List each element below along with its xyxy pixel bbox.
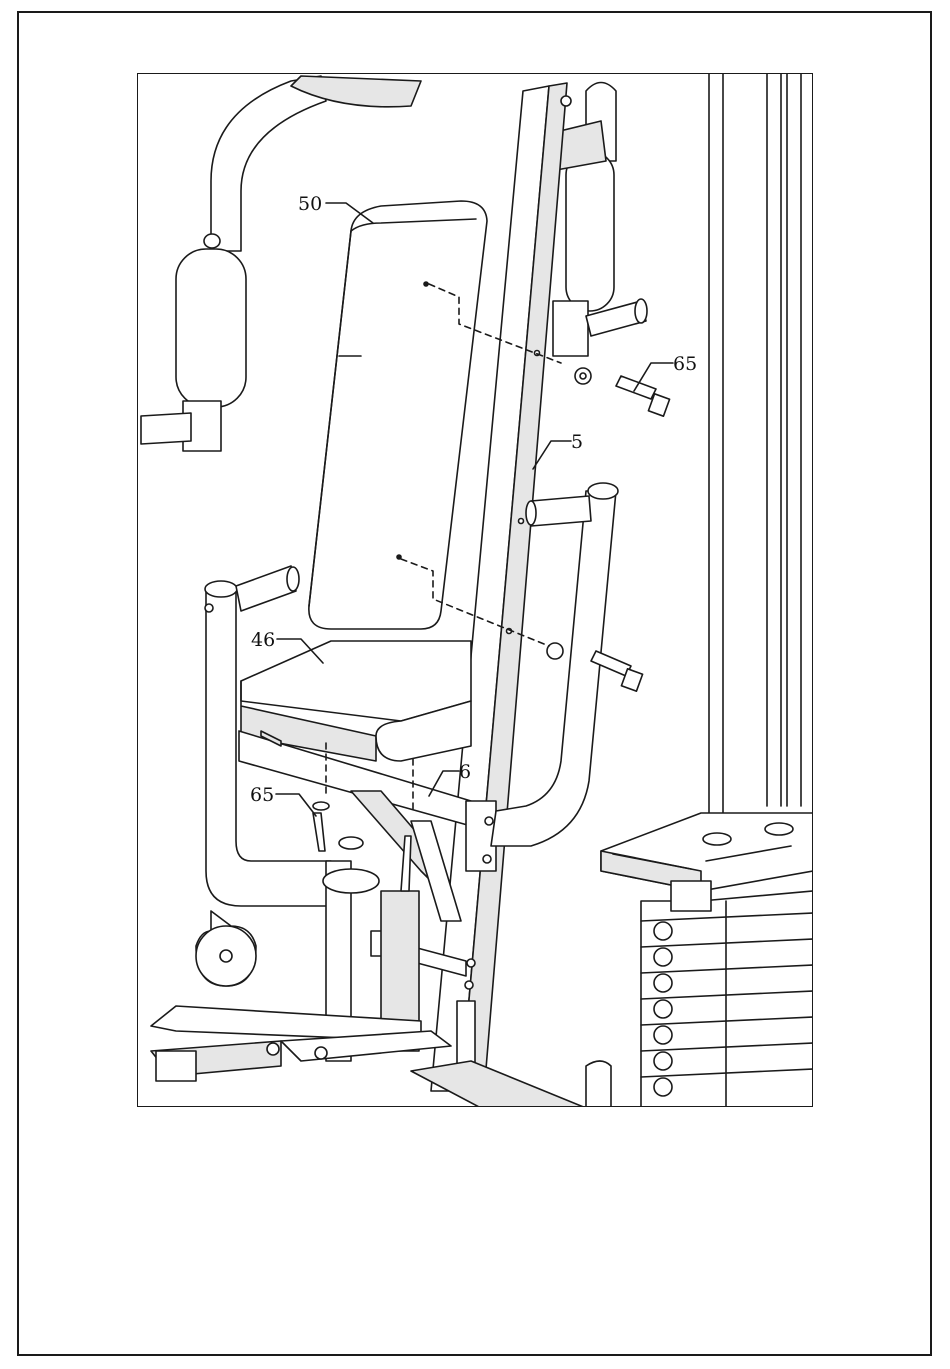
assembly-diagram: 50 65 5 46 6 65 [138,74,813,1107]
backrest-pad-part-50 [309,201,487,629]
weight-stack [601,813,813,1107]
callout-part-46: 46 [251,629,275,651]
assembly-figure-frame: 50 65 5 46 6 65 [137,73,813,1107]
callout-part-65-left: 65 [250,784,274,806]
base-frame [151,1006,611,1107]
guide-rods [709,74,801,821]
callout-part-6: 6 [459,761,471,783]
callout-part-50: 50 [298,193,322,215]
callout-part-65-right: 65 [673,353,697,375]
callout-part-5: 5 [571,431,583,453]
